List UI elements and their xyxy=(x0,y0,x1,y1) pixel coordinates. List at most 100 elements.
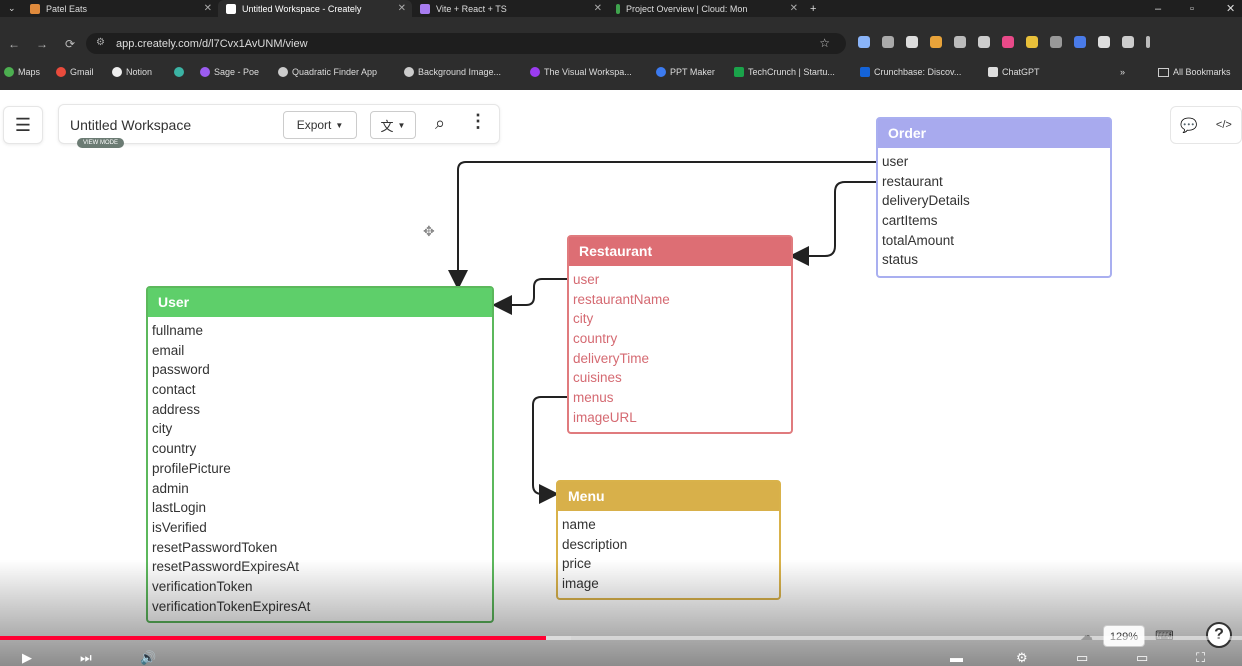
bookmark-techcrunch[interactable]: TechCrunch | Startu... xyxy=(734,67,835,77)
back-arrow-icon[interactable]: ← xyxy=(8,36,20,51)
bookmark-label: Sage - Poe xyxy=(214,67,260,77)
order-entity[interactable]: Order user restaurant deliveryDetails ca… xyxy=(876,117,1112,278)
bookmarks-overflow-button[interactable]: » xyxy=(1120,67,1126,77)
bookmark-maps[interactable]: Maps xyxy=(4,67,40,77)
new-tab-button[interactable]: + xyxy=(810,2,817,15)
workspace-title[interactable]: Untitled Workspace xyxy=(70,117,192,133)
field-row: deliveryTime xyxy=(573,350,650,366)
extension-icon[interactable] xyxy=(1074,36,1086,48)
help-icon[interactable]: ? xyxy=(1206,622,1232,648)
bookmark-label: Notion xyxy=(126,67,153,77)
extension-icon[interactable] xyxy=(858,36,870,48)
tab-title: Patel Eats xyxy=(46,3,88,14)
comment-icon[interactable]: 💬 xyxy=(1180,116,1198,133)
maximize-icon[interactable]: ▫ xyxy=(1190,2,1194,15)
extension-icon[interactable] xyxy=(1026,36,1038,48)
site-info-icon[interactable]: ⚙ xyxy=(96,37,105,48)
tab-search-button[interactable]: ⌄ xyxy=(8,3,16,13)
view-mode-badge: VIEW MODE xyxy=(77,138,125,148)
extensions-puzzle-icon[interactable] xyxy=(1098,36,1110,48)
close-icon[interactable]: ✕ xyxy=(789,3,798,14)
field-row: country xyxy=(573,331,618,347)
embed-code-icon[interactable]: </> xyxy=(1215,119,1232,131)
browser-tab-bar: ⌄ Patel Eats ✕ Untitled Workspace - Crea… xyxy=(0,0,1242,17)
hamburger-menu-icon[interactable]: ☰ xyxy=(3,106,43,144)
crunchbase-icon xyxy=(860,67,870,77)
fullscreen-icon[interactable]: ⛶ xyxy=(1196,650,1206,665)
bookmark-label: Background Image... xyxy=(418,67,502,77)
tab-vite[interactable]: Vite + React + TS ✕ xyxy=(412,0,608,17)
tab-project-overview[interactable]: Project Overview | Cloud: Mon ✕ xyxy=(608,0,804,17)
field-row: imageURL xyxy=(573,409,637,425)
miniplayer-icon[interactable]: ▭ xyxy=(1076,650,1089,665)
user-entity[interactable]: User fullname email password contact add… xyxy=(146,286,494,623)
bookmark-visual-workspace[interactable]: The Visual Workspa... xyxy=(530,67,632,77)
globe-icon xyxy=(278,67,288,77)
theater-mode-icon[interactable]: ▭ xyxy=(1136,650,1149,665)
extension-icon[interactable] xyxy=(906,36,918,48)
field-row: password xyxy=(152,362,210,378)
field-row: email xyxy=(152,342,185,358)
field-row: cartItems xyxy=(882,213,938,229)
field-row: menus xyxy=(573,390,614,406)
bookmark-crunchbase[interactable]: Crunchbase: Discov... xyxy=(860,67,961,77)
close-window-icon[interactable]: ✕ xyxy=(1226,3,1236,15)
export-button[interactable]: Export ▼ xyxy=(283,111,357,139)
url-field[interactable]: ⚙ app.creately.com/d/l7Cvx1AvUNM/view ☆ xyxy=(86,33,846,54)
extension-icon[interactable] xyxy=(1002,36,1014,48)
settings-icon[interactable]: ⚙ xyxy=(1016,650,1028,665)
more-options-icon[interactable]: ⋮ xyxy=(469,111,487,131)
extension-icon[interactable] xyxy=(978,36,990,48)
bookmark-extra[interactable] xyxy=(174,67,184,77)
profile-avatar[interactable] xyxy=(1122,36,1134,48)
extension-icon[interactable] xyxy=(882,36,894,48)
close-icon[interactable]: ✕ xyxy=(397,3,406,14)
extension-icon[interactable] xyxy=(954,36,966,48)
browser-menu-icon[interactable] xyxy=(1146,36,1150,48)
bookmark-star-icon[interactable]: ☆ xyxy=(819,36,830,50)
extension-icon[interactable] xyxy=(1050,36,1062,48)
extension-icon[interactable] xyxy=(930,36,942,48)
all-bookmarks-button[interactable]: All Bookmarks xyxy=(1158,67,1231,77)
close-icon[interactable]: ✕ xyxy=(593,3,602,14)
tab-patel-eats[interactable]: Patel Eats ✕ xyxy=(22,0,218,17)
caret-down-icon: ▼ xyxy=(335,120,344,130)
next-icon[interactable]: ⏭ xyxy=(80,650,92,665)
gmail-icon xyxy=(56,67,66,77)
video-progress-fill xyxy=(0,636,547,640)
minimize-icon[interactable]: – xyxy=(1155,2,1162,15)
bookmark-notion[interactable]: Notion xyxy=(112,67,152,77)
bookmark-ppt-maker[interactable]: PPT Maker xyxy=(656,67,715,77)
search-icon[interactable]: ⌕ xyxy=(435,113,446,133)
tab-title: Vite + React + TS xyxy=(436,3,507,14)
entity-fields: fullname email password contact address … xyxy=(148,317,492,616)
entity-title: Order xyxy=(878,119,1110,148)
browser-chrome-spacer xyxy=(0,17,1242,30)
forward-arrow-icon[interactable]: → xyxy=(36,36,48,51)
tab-creately[interactable]: Untitled Workspace - Creately ✕ xyxy=(218,0,412,17)
field-row: name xyxy=(562,517,596,532)
translate-button[interactable]: 文 ▼ xyxy=(370,111,416,139)
menu-entity[interactable]: Menu name description price image xyxy=(556,480,781,600)
field-row: address xyxy=(152,401,201,417)
video-progress-bar[interactable] xyxy=(0,636,1242,640)
field-row: profilePicture xyxy=(152,460,231,476)
bookmark-label: Maps xyxy=(18,67,41,77)
field-row: restaurant xyxy=(882,173,943,189)
field-row: user xyxy=(573,272,600,287)
bookmark-background-image[interactable]: Background Image... xyxy=(404,67,501,77)
play-icon[interactable]: ▶ xyxy=(22,650,32,665)
subtitles-icon[interactable]: ▬ xyxy=(950,650,963,665)
volume-icon[interactable]: 🔊 xyxy=(140,650,157,665)
bookmark-sage[interactable]: Sage - Poe xyxy=(200,67,259,77)
bookmark-quadratic[interactable]: Quadratic Finder App xyxy=(278,67,377,77)
bookmark-favicon-icon xyxy=(530,67,540,77)
extension-icons xyxy=(858,36,1150,48)
bookmark-chatgpt[interactable]: ChatGPT xyxy=(988,67,1040,77)
reload-icon[interactable]: ⟳ xyxy=(64,36,76,51)
restaurant-entity[interactable]: Restaurant user restaurantName city coun… xyxy=(567,235,793,434)
field-row: resetPasswordExpiresAt xyxy=(152,559,300,575)
close-icon[interactable]: ✕ xyxy=(203,3,212,14)
bookmarks-bar: Maps Gmail Notion Sage - Poe Quadratic F… xyxy=(0,57,1242,90)
bookmark-gmail[interactable]: Gmail xyxy=(56,67,94,77)
